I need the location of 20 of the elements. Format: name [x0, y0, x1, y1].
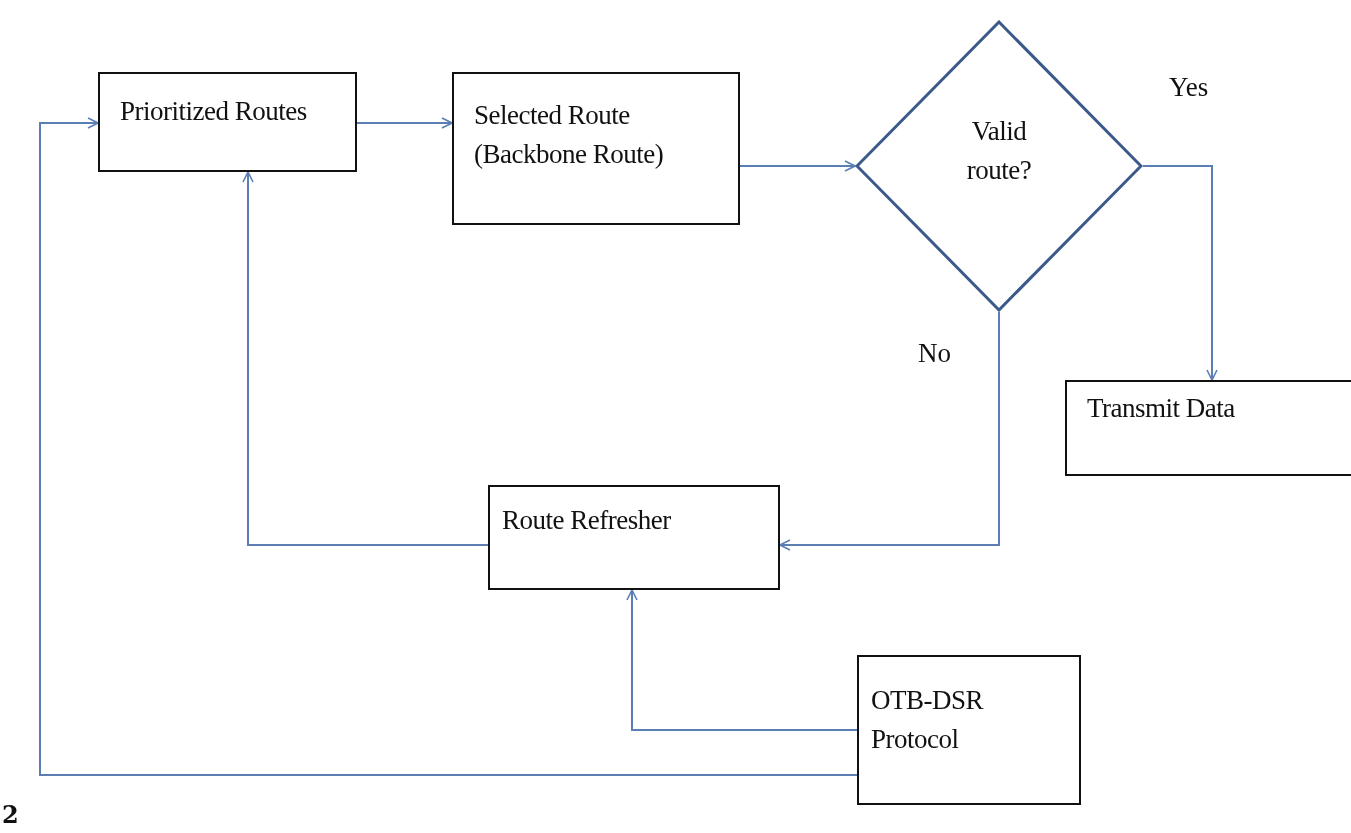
- node-label: Prioritized Routes: [120, 95, 308, 128]
- arrow: [1142, 165, 1218, 381]
- arrow: [39, 117, 858, 776]
- process-box: [1065, 380, 1351, 476]
- arrow: [356, 117, 453, 129]
- process-box: [488, 485, 780, 590]
- node-label: Selected Route (Backbone Route): [474, 99, 665, 172]
- process-box: [98, 72, 357, 172]
- process-box: [857, 655, 1081, 805]
- arrow: [779, 311, 1000, 551]
- decision-diamond: [855, 20, 1143, 312]
- node-label: Transmit Data: [1087, 392, 1236, 425]
- arrow: [739, 160, 856, 172]
- figure-number: 2: [2, 800, 19, 829]
- node-label: Valid route?: [965, 115, 1033, 188]
- node-label: Route Refresher: [502, 504, 672, 537]
- arrow: [626, 589, 858, 731]
- process-box: [452, 72, 740, 225]
- arrow: [242, 171, 489, 546]
- node-label: OTB-DSR Protocol: [871, 684, 985, 757]
